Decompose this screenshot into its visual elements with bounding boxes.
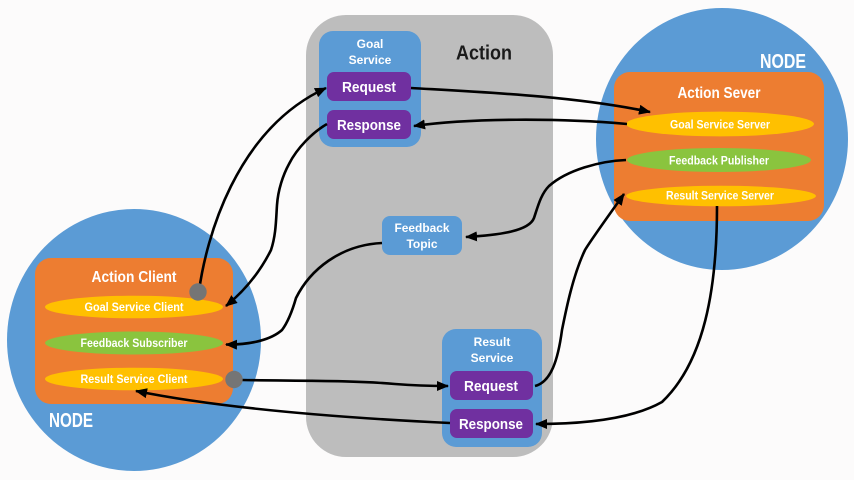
svg-text:Feedback Publisher: Feedback Publisher xyxy=(669,156,769,168)
svg-text:Response: Response xyxy=(337,117,401,134)
svg-text:Goal Service Client: Goal Service Client xyxy=(85,302,184,314)
svg-text:Result Service Client: Result Service Client xyxy=(81,374,188,386)
svg-text:NODE: NODE xyxy=(760,51,806,73)
svg-text:Request: Request xyxy=(342,79,396,96)
svg-text:Action Client: Action Client xyxy=(92,269,178,286)
svg-text:Feedback Subscriber: Feedback Subscriber xyxy=(81,338,188,350)
svg-text:Topic: Topic xyxy=(406,237,437,251)
svg-text:Result: Result xyxy=(474,335,511,349)
svg-text:Action Sever: Action Sever xyxy=(678,85,761,102)
svg-text:Feedback: Feedback xyxy=(395,221,450,235)
svg-text:Result Service Server: Result Service Server xyxy=(666,191,774,203)
svg-text:NODE: NODE xyxy=(49,410,93,432)
svg-text:Service: Service xyxy=(471,351,514,365)
svg-text:Response: Response xyxy=(459,416,523,433)
svg-text:Goal: Goal xyxy=(357,37,384,51)
svg-text:Action: Action xyxy=(456,43,512,65)
svg-text:Goal Service Server: Goal Service Server xyxy=(670,120,770,132)
svg-text:Request: Request xyxy=(464,378,518,395)
svg-text:Service: Service xyxy=(349,53,392,67)
